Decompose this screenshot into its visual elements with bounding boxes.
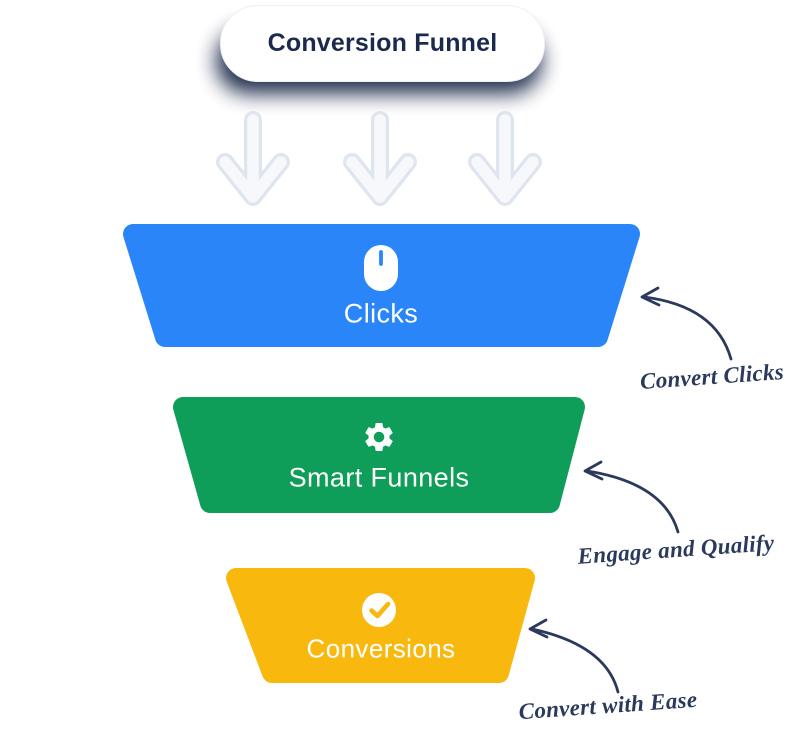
funnel-title: Conversion Funnel [267, 29, 498, 57]
funnel-title-pill: Conversion Funnel [220, 5, 545, 82]
curved-arrow-icon [528, 618, 620, 694]
down-arrow-icon [219, 114, 287, 203]
mouse-icon [364, 245, 398, 291]
stage-smart-funnels-shape [173, 397, 585, 513]
stage-clicks-label: Clicks [343, 298, 419, 329]
curved-arrow-icon [640, 286, 733, 361]
down-arrow-icon [346, 114, 414, 203]
check-circle-icon [362, 593, 396, 627]
stage-conversions-label: Conversions [306, 633, 456, 664]
stage-smart-funnels-label: Smart Funnels [288, 462, 470, 493]
annotation-arrows [528, 286, 733, 694]
curved-arrow-icon [583, 460, 680, 534]
gear-icon [365, 423, 393, 452]
down-arrows [216, 111, 542, 206]
down-arrow-icon [471, 114, 539, 203]
